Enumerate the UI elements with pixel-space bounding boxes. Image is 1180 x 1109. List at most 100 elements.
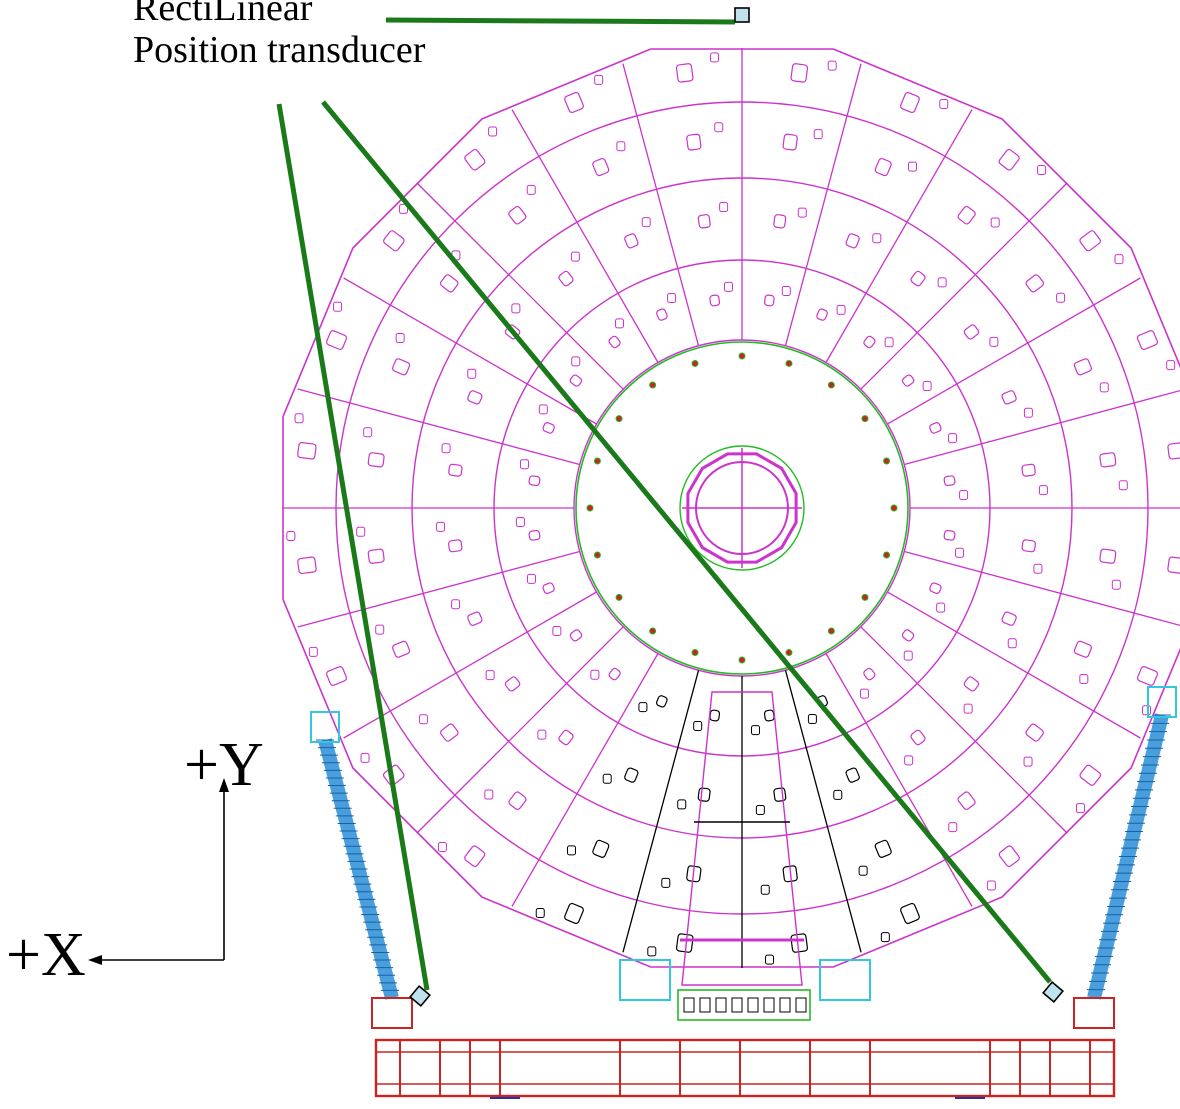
spoke-9 — [887, 591, 1141, 739]
cradle-cell — [747, 997, 759, 1013]
module-cutout-small — [908, 161, 918, 172]
module-cutout — [874, 157, 892, 177]
module-cutout — [608, 335, 621, 349]
module-cutout — [957, 205, 976, 225]
spoke-11 — [825, 653, 973, 907]
module-cutout — [592, 839, 610, 858]
module-cutout-small — [667, 292, 677, 303]
module-cutout — [367, 548, 385, 564]
inner-dot — [691, 359, 699, 367]
spoke-18 — [297, 550, 580, 628]
module-cutout — [697, 214, 711, 229]
module-cutout-small — [1056, 292, 1066, 303]
module-cutout — [874, 839, 892, 858]
module-cutout-small — [286, 531, 296, 542]
module-cutout-small — [884, 337, 894, 348]
module-cutout-small — [719, 202, 729, 213]
module-cutout-small — [765, 954, 775, 965]
module-cutout-small — [986, 880, 996, 891]
module-cutout-small — [1141, 705, 1151, 716]
module-cutout — [542, 422, 555, 434]
core-polygon — [686, 452, 798, 564]
inner-dot — [827, 627, 835, 635]
module-cutout — [1025, 723, 1044, 742]
module-cutout-small — [903, 650, 913, 661]
module-cutout-small — [797, 207, 807, 218]
module-cutout — [508, 791, 527, 811]
base-frame — [374, 959, 1116, 1099]
module-cutout — [963, 676, 980, 692]
outer-polygon — [282, 48, 1180, 968]
inner-dot — [586, 504, 594, 512]
module-cutout — [863, 335, 876, 349]
module-cutout — [367, 452, 385, 468]
module-cutout-small — [615, 318, 625, 329]
module-cutout — [558, 729, 574, 746]
module-cutout — [326, 666, 348, 686]
module-cutout-small — [963, 703, 973, 714]
support-leg-left — [310, 711, 413, 1029]
module-cutout — [910, 729, 926, 746]
module-cutout-small — [641, 217, 651, 228]
module-cutout — [467, 390, 483, 405]
module-cutout-small — [781, 285, 791, 296]
module-cutout — [998, 845, 1020, 868]
module-cutout-small — [693, 721, 703, 732]
module-cutout-small — [859, 688, 869, 699]
module-cutout — [845, 767, 860, 783]
detector-wheel — [282, 48, 1180, 986]
module-cutout — [1073, 358, 1092, 376]
spoke-20 — [297, 388, 580, 466]
sensor-right-icon — [1042, 981, 1064, 1003]
module-cutout — [439, 274, 459, 293]
module-cutout — [1136, 330, 1158, 350]
inner-dot — [785, 649, 793, 657]
module-cutout-small — [751, 725, 761, 736]
core-green-ring — [679, 445, 805, 571]
module-cutout — [297, 556, 317, 575]
module-cutout-small — [1079, 674, 1089, 685]
module-cutout-small — [485, 670, 495, 681]
module-cutout-small — [515, 517, 525, 528]
transducer-line-diagonal — [321, 100, 1052, 984]
module-cutout — [1079, 764, 1102, 786]
spoke-22 — [416, 182, 624, 390]
module-cutout-small — [937, 277, 947, 288]
module-cutout — [656, 695, 668, 708]
module-cutout-small — [836, 304, 846, 315]
module-cutout-small — [451, 599, 461, 610]
module-cutout — [528, 475, 541, 487]
module-cutout-small — [363, 427, 373, 438]
module-cutout — [569, 629, 583, 642]
module-cutout — [709, 709, 721, 722]
transducer-label-line2: Position transducer — [133, 29, 426, 71]
module-cutout — [464, 148, 486, 171]
module-cutout — [464, 845, 486, 868]
spoke-24 — [622, 63, 700, 346]
cradle-left — [619, 959, 671, 1001]
module-cutout-small — [1007, 638, 1017, 649]
module-cutout-small — [294, 413, 304, 424]
base-outer — [374, 1038, 1116, 1098]
inner-dot — [593, 457, 601, 465]
module-cutout-small — [858, 865, 868, 876]
cradle-cell — [731, 997, 743, 1013]
module-cutout — [504, 676, 521, 692]
module-cutout — [1021, 463, 1036, 477]
support-leg-right-top-mount — [1147, 686, 1177, 718]
module-cutout — [686, 133, 702, 151]
module-cutout — [592, 157, 610, 177]
module-cutout — [929, 422, 942, 434]
spoke-10 — [860, 626, 1068, 834]
module-cutout — [440, 723, 459, 742]
module-cutout-small — [535, 907, 545, 918]
x-axis-arrow-icon — [88, 955, 102, 965]
module-cutout-small — [959, 489, 969, 500]
module-cutout-small — [813, 129, 823, 140]
spoke-8 — [904, 550, 1180, 627]
cradle-cell — [683, 997, 695, 1013]
inner-dot — [593, 551, 601, 559]
module-cutout-small — [948, 433, 958, 444]
